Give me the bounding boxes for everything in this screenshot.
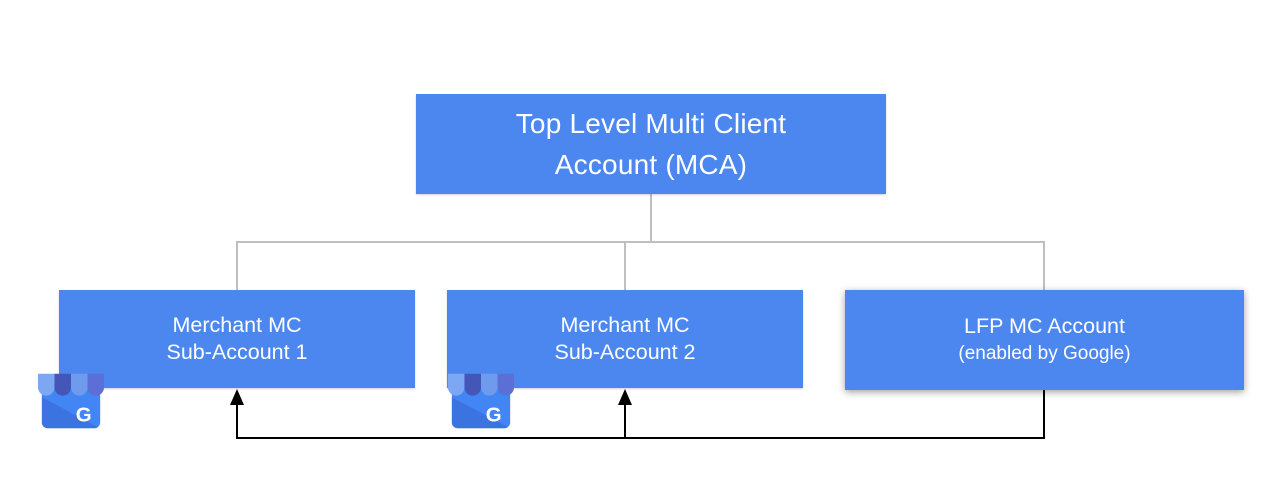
node-label: Merchant MC (172, 312, 302, 337)
node-label: Sub-Account 2 (554, 340, 696, 364)
arrow-up-icon (618, 389, 632, 405)
node-label: Merchant MC (560, 312, 690, 337)
node-label: Sub-Account 1 (166, 340, 308, 364)
flow-connector (236, 390, 1045, 439)
arrow-up-icon (230, 389, 244, 405)
node-lfp-mc-account: LFP MC Account (enabled by Google) (845, 290, 1244, 390)
node-label: Account (MCA) (554, 149, 748, 180)
google-g-letter: G (486, 404, 502, 426)
node-label: LFP MC Account (964, 313, 1125, 338)
tree-connector (236, 194, 1045, 290)
node-label: (enabled by Google) (958, 343, 1131, 364)
node-merchant-sub-account-2: Merchant MC Sub-Account 2 (447, 290, 803, 388)
google-business-storefront-icon: G (37, 373, 105, 429)
node-label: Top Level Multi Client (515, 108, 787, 139)
node-merchant-sub-account-1: Merchant MC Sub-Account 1 (59, 290, 415, 388)
node-top-level-mca: Top Level Multi Client Account (MCA) (416, 94, 886, 194)
storefront-awning (447, 373, 515, 396)
google-business-storefront-icon: G (447, 373, 515, 429)
google-g-letter: G (76, 404, 92, 426)
storefront-awning (37, 373, 105, 396)
flow-arrowheads (230, 389, 632, 405)
